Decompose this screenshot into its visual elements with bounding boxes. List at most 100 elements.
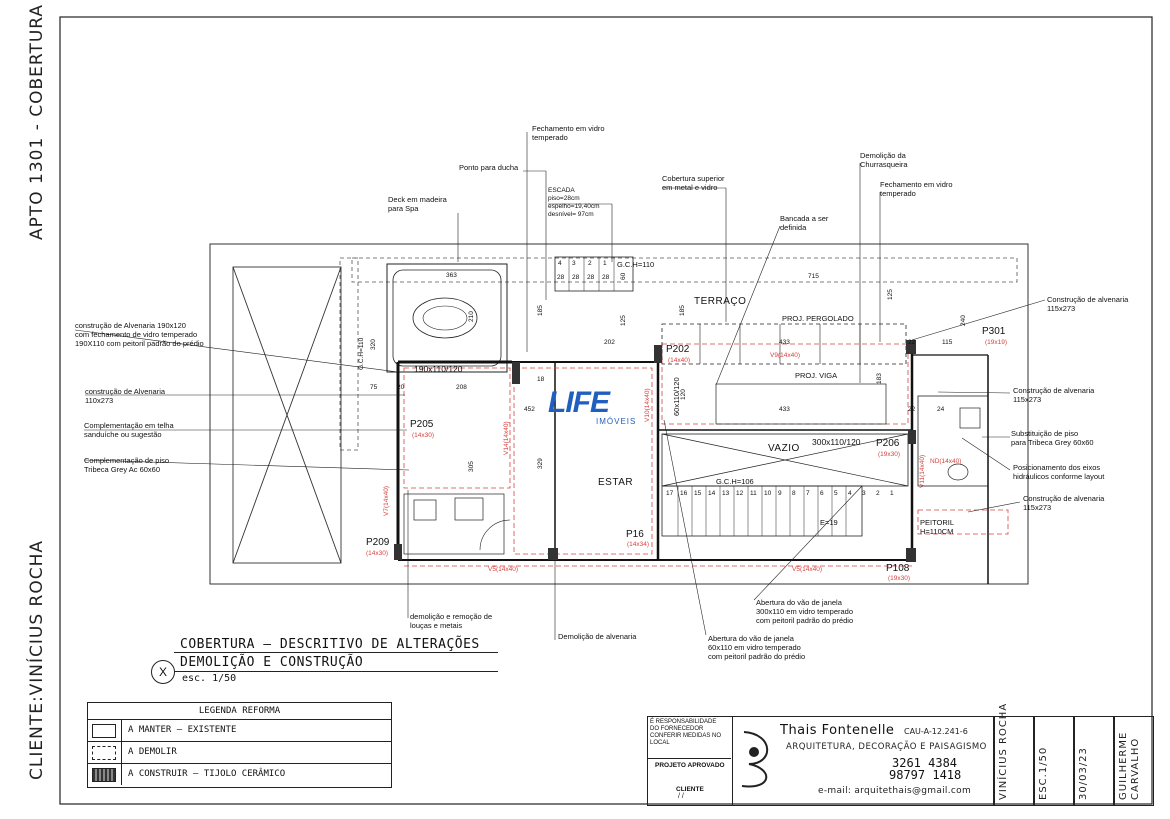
dim-305: 305: [468, 461, 475, 472]
watermark-logo: LIFE: [548, 386, 610, 419]
sheet-label: APTO 1301 - COBERTURA: [27, 3, 47, 240]
watermark-subtitle: IMÓVEIS: [596, 417, 637, 426]
stair-bottom-step: 4: [848, 490, 852, 497]
dim-320: 320: [370, 339, 377, 350]
stair-top-step: 3: [572, 260, 576, 267]
dim-329: 329: [537, 458, 544, 469]
dim-240: 240: [960, 315, 967, 326]
stair-bottom-step: 15: [694, 490, 702, 497]
stair-bottom-step: 11: [750, 490, 757, 497]
note-bancada: Bancada a ser definida: [780, 214, 829, 232]
pillar-p209: P209: [366, 537, 390, 548]
tb-col-date: 30/03/23: [1078, 747, 1089, 800]
note-cobertura-superior: Cobertura superior em metal e vidro: [662, 174, 725, 192]
note-ponto-ducha: Ponto para ducha: [459, 163, 519, 172]
dim-20: 20: [397, 384, 405, 391]
note-construcao-alvenaria-110: construção de Alvenaria 110x273: [85, 387, 166, 405]
stair-top-tread: 28: [602, 274, 610, 281]
pillar-p16: P16: [626, 529, 644, 540]
pillar-p108: P108: [886, 563, 910, 574]
room-terraco: TERRAÇO: [694, 296, 747, 307]
tb-approved: PROJETO APROVADO: [655, 762, 725, 769]
dim-363: 363: [446, 272, 457, 279]
proj-viga: PROJ. VIGA: [795, 371, 838, 380]
drawing-scale: esc. 1/50: [182, 673, 237, 684]
tb-client-date: / /: [678, 793, 684, 800]
stair-bottom-step: 8: [792, 490, 796, 497]
dim-183: 183: [876, 373, 883, 384]
tb-col-sep: [1033, 716, 1035, 806]
legend-label: A MANTER – EXISTENTE: [128, 725, 237, 735]
legend-solid-symbol: [92, 724, 116, 738]
dim-210: 210: [468, 311, 475, 322]
stair-bottom-step: 9: [778, 490, 782, 497]
note-complementacao-telha: Complementação em telha sanduíche ou sug…: [84, 421, 174, 439]
legend-label: A CONSTRUIR – TIJOLO CERÂMICO: [128, 769, 286, 779]
window-300: 300x110/120: [812, 437, 861, 447]
stair-bottom-step: 5: [834, 490, 838, 497]
stair-top-tread: 28: [572, 274, 580, 281]
peitoril: PEITORIL H=110CM: [920, 518, 955, 536]
stair-top-tread: 28: [587, 274, 595, 281]
dim-22-b: 22: [908, 406, 916, 413]
dim-125-a: 125: [620, 315, 627, 326]
room-vazio: VAZIO: [768, 443, 800, 454]
pillar-p205: P205: [410, 419, 434, 430]
dim-24: 24: [937, 406, 945, 413]
note-construcao-alvenaria-mid: Construção de alvenaria 115x273: [1013, 386, 1095, 404]
stair-bottom-step: 6: [820, 490, 824, 497]
beam-v5-left: V5(14x40): [488, 566, 518, 573]
tb-architect-name: Thais Fontenelle: [780, 723, 895, 738]
pillar-p108-size: (19x30): [888, 575, 911, 582]
note-abertura-60: Abertura do vão de janela 60x110 em vidr…: [708, 634, 806, 661]
dim-208: 208: [456, 384, 467, 391]
pillar-p205-size: (14x30): [412, 432, 435, 439]
dim-185-b: 185: [679, 305, 686, 316]
stair-bottom-step: 14: [708, 490, 716, 497]
note-construcao-alvenaria-low: Construção de alvenaria 115x273: [1023, 494, 1105, 512]
beam-v5-right: V5(14x40): [792, 566, 822, 573]
tb-col-sep: [1113, 716, 1115, 806]
pillar-p301: P301: [982, 326, 1006, 337]
note-deck: Deck em madeira para Spa: [388, 195, 447, 213]
note-abertura-300: Abertura do vão de janela 300x110 em vid…: [756, 598, 854, 625]
dim-433-b: 433: [779, 406, 790, 413]
beam-v10: V10(14x40): [644, 388, 651, 422]
dim-60: 60: [620, 272, 627, 280]
tb-responsibility: É RESPONSABILIDADE DO FORNECEDOR CONFERI…: [650, 719, 722, 746]
pillar-p202-size: (14x40): [668, 357, 691, 364]
gch-106: G.C.H=106: [716, 477, 754, 486]
legend-label: A DEMOLIR: [128, 747, 177, 757]
tb-col-client: VINÍCIUS ROCHA: [998, 702, 1009, 800]
stair-e19: E=19: [820, 518, 838, 527]
stair-bottom-step: 7: [806, 490, 810, 497]
stair-bottom-step: 1: [890, 490, 894, 497]
legend-row-construir: A CONSTRUIR – TIJOLO CERÂMICO: [88, 763, 391, 785]
stair-bottom-step: 10: [764, 490, 772, 497]
tb-cau: CAU-A-12.241-6: [904, 727, 968, 736]
drawing-marker: X: [151, 660, 175, 684]
dim-75: 75: [370, 384, 378, 391]
note-complementacao-piso: Complementação de piso Tribeca Grey Ac 6…: [84, 456, 170, 474]
stair-bottom-step: 2: [876, 490, 880, 497]
tb-col-scale: ESC.1/50: [1038, 746, 1049, 800]
note-fechamento-vidro: Fechamento em vidro temperado: [532, 124, 605, 142]
note-escada: ESCADA piso=28cm espelho=19,40cm desníve…: [548, 187, 600, 218]
note-construcao-alvenaria-190: construção de Alvenaria 190x120 com fech…: [75, 321, 204, 348]
note-substituicao-piso: Substituição de piso para Tribeca Grey 6…: [1011, 429, 1094, 447]
room-estar: ESTAR: [598, 477, 634, 488]
stair-bottom-step: 3: [862, 490, 866, 497]
stair-bottom-step: 13: [722, 490, 730, 497]
pillar-p16-size: (14x34): [627, 541, 650, 548]
tb-col-drafter: GUILHERME CARVALHO: [1118, 731, 1141, 800]
dim-115: 115: [942, 339, 953, 346]
tb-phone2: 98797 1418: [889, 768, 962, 782]
legend-dashed-symbol: [92, 746, 116, 760]
note-demolicao-churrasqueira: Demolição da Churrasqueira: [860, 151, 908, 169]
architect-logo-icon: [741, 731, 769, 788]
note-construcao-alvenaria-top: Construção de alvenaria 115x273: [1047, 295, 1129, 313]
dim-202: 202: [604, 339, 615, 346]
stair-top-tread: 28: [557, 274, 565, 281]
